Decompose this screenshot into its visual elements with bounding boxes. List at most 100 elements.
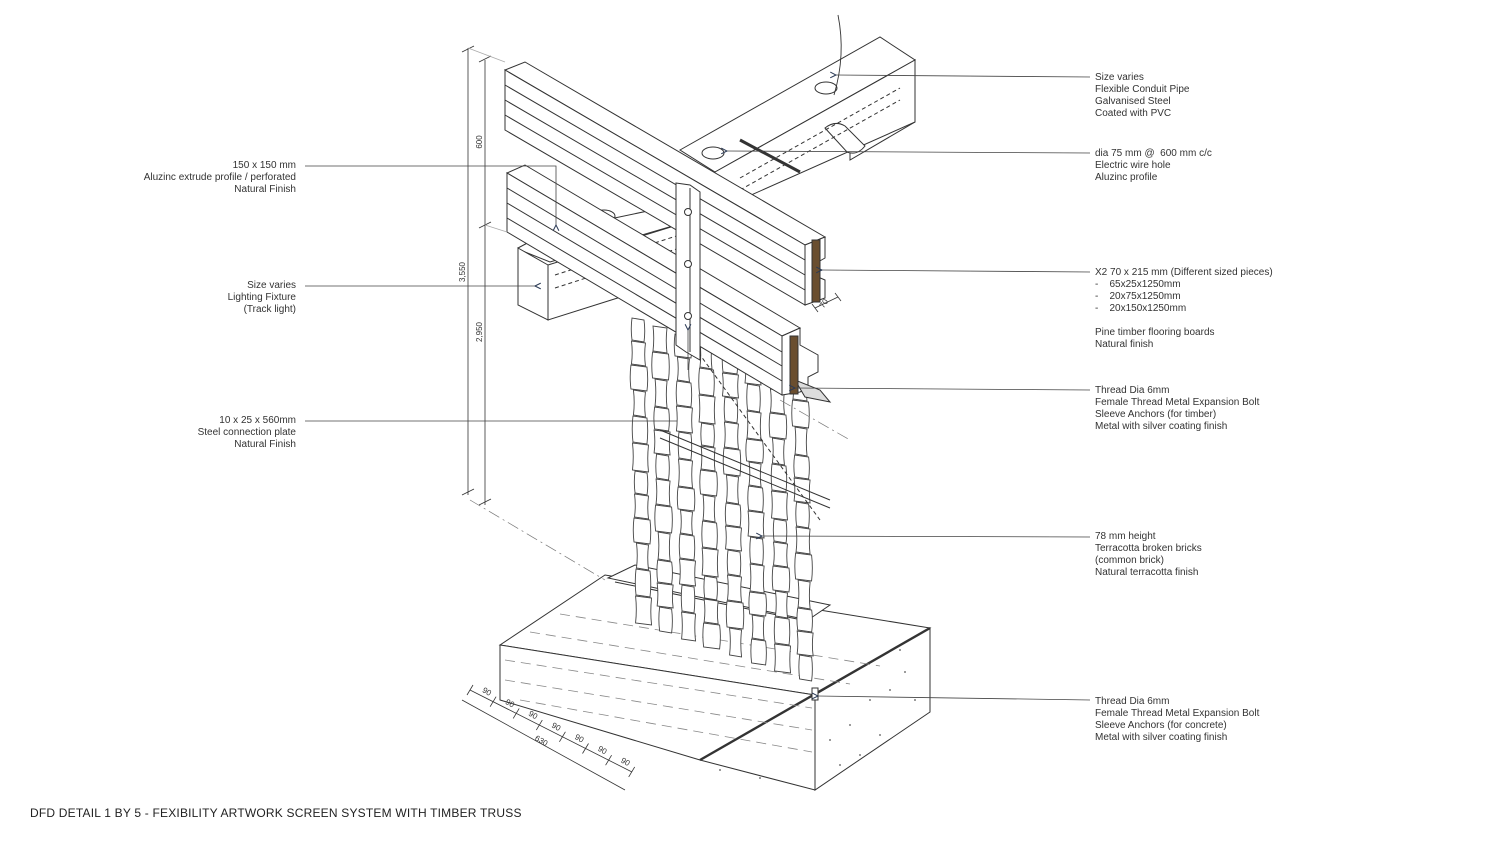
note-line: - 65x25x1250mm	[1095, 279, 1181, 290]
dim-upper-height: 600	[475, 135, 484, 149]
note-line: Female Thread Metal Expansion Bolt	[1095, 397, 1260, 408]
aluzinc-profile-upper	[679, 36, 916, 201]
brick	[680, 584, 696, 614]
brick	[631, 442, 650, 473]
brick	[791, 399, 810, 429]
brick	[750, 638, 767, 666]
brick	[746, 410, 762, 441]
brick	[745, 438, 764, 464]
brick	[749, 563, 765, 594]
board-thickness-dimension	[811, 292, 842, 313]
brick	[655, 478, 671, 507]
brick	[771, 565, 791, 593]
brick	[793, 454, 810, 480]
note-line: - 20x75x1250mm	[1095, 291, 1181, 302]
dimension-tick	[466, 684, 474, 696]
brick	[798, 654, 813, 682]
brick	[702, 494, 716, 523]
brick	[632, 389, 646, 418]
note-conduit-pipe: Size varies Flexible Conduit Pipe Galvan…	[1095, 72, 1190, 120]
brick	[701, 520, 718, 550]
brick	[677, 458, 694, 489]
note-line: Terracotta broken bricks	[1095, 543, 1202, 554]
brick	[768, 412, 788, 440]
timber-boards-upper	[503, 61, 827, 306]
dimension-tick	[628, 766, 636, 778]
brick	[675, 380, 693, 408]
brick	[751, 614, 765, 641]
brick	[771, 437, 785, 466]
dim-lower-height: 2,950	[475, 321, 484, 342]
note-line: Thread Dia 6mm	[1095, 385, 1170, 396]
brick	[656, 582, 674, 609]
brick	[794, 426, 808, 457]
note-line: Size varies	[247, 280, 296, 291]
dimension-tick	[605, 754, 612, 766]
spacing-dimensions	[461, 684, 636, 791]
brick	[703, 575, 718, 601]
drawing-caption: DFD DETAIL 1 BY 5 - FEXIBILITY ARTWORK S…	[30, 806, 522, 820]
brick	[723, 421, 739, 450]
concrete-texture	[719, 649, 916, 779]
brick	[678, 558, 697, 587]
note-line: Aluzinc profile	[1095, 172, 1158, 183]
note-line	[1095, 315, 1273, 327]
note-line: Coated with PVC	[1095, 108, 1172, 119]
brick	[630, 317, 646, 343]
brick	[721, 372, 739, 399]
note-line: (Track light)	[243, 304, 296, 315]
brick	[772, 518, 788, 544]
note-wire-hole: dia 75 mm @ 600 mm c/c Electric wire hol…	[1095, 148, 1212, 184]
brick	[747, 510, 765, 539]
note-line: Steel connection plate	[197, 427, 296, 438]
note-line: 78 mm height	[1095, 531, 1156, 542]
steel-rod	[659, 329, 831, 521]
brick	[724, 525, 743, 552]
brick	[749, 536, 764, 566]
brick	[703, 598, 719, 625]
dim-overall-height: 3,550	[458, 261, 467, 282]
note-line: X2 70 x 215 mm (Different sized pieces)	[1095, 267, 1273, 278]
brick	[747, 485, 764, 513]
brick	[770, 490, 789, 521]
note-timber-bolt: Thread Dia 6mm Female Thread Metal Expan…	[1095, 385, 1259, 433]
brick	[699, 469, 718, 497]
brick	[679, 509, 694, 536]
brick	[631, 415, 649, 445]
brick	[652, 325, 668, 354]
note-line: 10 x 25 x 560mm	[219, 415, 296, 426]
brick	[629, 364, 649, 392]
note-concrete-bolt: Thread Dia 6mm Female Thread Metal Expan…	[1095, 696, 1259, 744]
brick	[655, 453, 670, 481]
note-line: - 20x150x1250mm	[1095, 303, 1187, 314]
brick	[770, 463, 788, 493]
note-line: Size varies	[1095, 72, 1144, 83]
electric-wire	[739, 14, 842, 174]
dim-total-width: 630	[533, 734, 550, 749]
brick	[701, 547, 719, 578]
steel-connection-plate	[675, 182, 701, 361]
note-terracotta: 78 mm height Terracotta broken bricks (c…	[1095, 531, 1202, 579]
note-line: Thread Dia 6mm	[1095, 696, 1170, 707]
brick	[774, 590, 789, 619]
dimension-tick	[582, 743, 589, 754]
brick	[676, 486, 696, 512]
brick	[795, 501, 810, 529]
brick	[653, 406, 670, 432]
dimension-tick	[489, 696, 497, 707]
dimension-tick	[535, 719, 543, 731]
note-line: Galvanised Steel	[1095, 96, 1171, 107]
brick	[635, 542, 650, 571]
dimension-tick	[512, 708, 520, 719]
note-aluzinc-profile: 150 x 150 mm Aluzinc extrude profile / p…	[144, 160, 296, 196]
brick	[656, 559, 673, 585]
brick	[634, 568, 652, 598]
brick	[746, 383, 761, 413]
brick	[726, 549, 742, 577]
brick	[632, 517, 652, 545]
brick	[796, 607, 813, 633]
brick	[774, 643, 792, 674]
brick	[724, 502, 742, 528]
note-connection-plate: 10 x 25 x 560mm Steel connection plate N…	[198, 415, 296, 451]
brick	[797, 579, 811, 610]
